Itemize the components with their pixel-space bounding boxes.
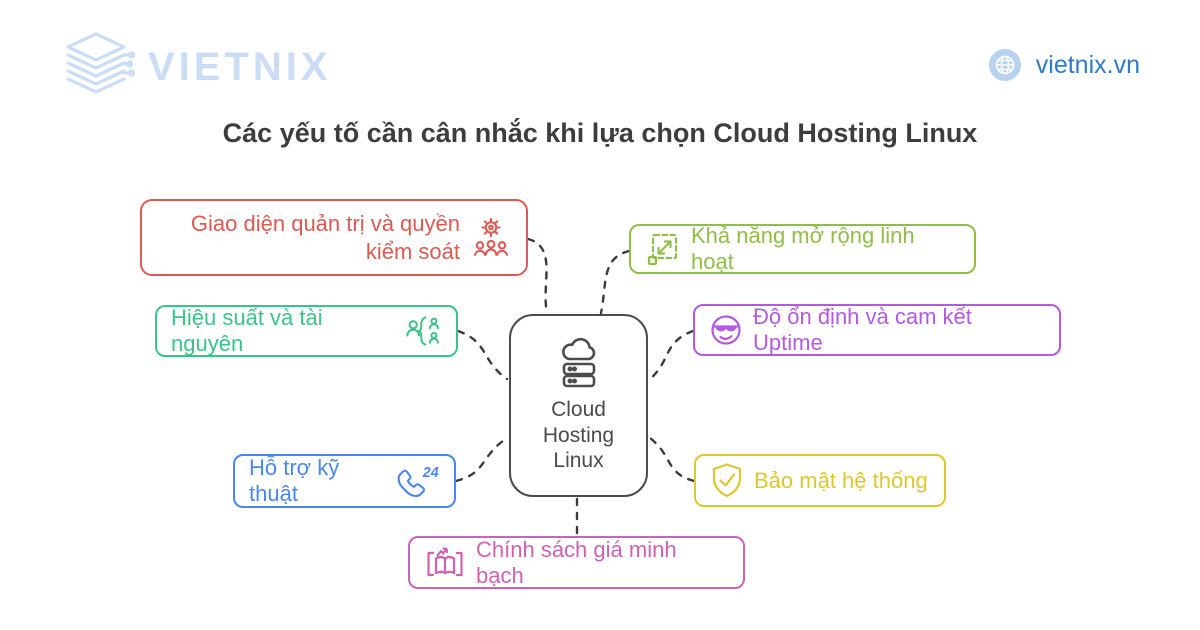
factor-label: Hỗ trợ kỹ thuật: [249, 455, 340, 506]
factor-label: Độ ổn định và cam kết Uptime: [753, 304, 972, 355]
svg-text:24: 24: [422, 465, 439, 481]
factor-label: Giao diện quản trị và quyền kiểm soát: [190, 211, 460, 264]
factor-pricing-policy: Chính sách giá minh bạch: [408, 536, 745, 589]
cool-face-icon: [711, 315, 741, 345]
website-link: vietnix.vn: [988, 48, 1140, 82]
factor-scalability: Khả năng mở rộng linh hoạt: [629, 223, 976, 274]
brand-logo: VIETNIX: [58, 30, 332, 104]
factor-label: Chính sách giá minh bạch: [476, 536, 677, 588]
factor-security: Bảo mật hệ thống: [694, 454, 946, 507]
cloud-server-icon: [561, 338, 595, 388]
expand-icon: [647, 233, 678, 266]
users-gear-icon: [473, 217, 509, 256]
website-url: vietnix.vn: [1035, 50, 1140, 79]
page-title: Các yếu tố cần cân nhắc khi lựa chọn Clo…: [222, 118, 978, 148]
layers-stack-icon: [66, 32, 136, 94]
globe-icon: [988, 49, 1021, 81]
factor-technical-support: Hỗ trợ kỹ thuật 24: [233, 454, 456, 508]
factor-performance: Hiệu suất và tài nguyên: [155, 305, 458, 357]
shield-check-icon: [712, 462, 742, 497]
factor-admin-interface: Giao diện quản trị và quyền kiểm soát: [140, 199, 528, 276]
brand-name: VIETNIX: [148, 44, 332, 89]
factor-uptime-stability: Độ ổn định và cam kết Uptime: [693, 304, 1061, 356]
central-node-cloud-hosting-linux: Cloud Hosting Linux: [509, 314, 648, 497]
open-book-icon: [427, 546, 463, 576]
phone-24-icon: 24: [397, 465, 439, 498]
factor-label: Hiệu suất và tài nguyên: [171, 305, 323, 356]
central-node-label: Cloud Hosting Linux: [542, 398, 615, 473]
resources-icon: [406, 316, 439, 346]
factor-label: Bảo mật hệ thống: [754, 467, 928, 493]
factor-label: Khả năng mở rộng linh hoạt: [691, 223, 915, 274]
